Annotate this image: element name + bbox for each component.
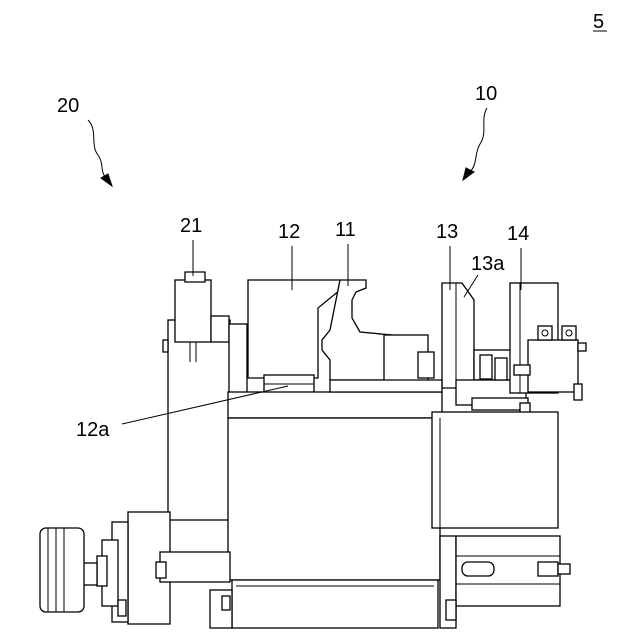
label-12a: 12a: [76, 419, 110, 441]
label-14-group: 14: [507, 223, 529, 290]
label-12: 12: [278, 221, 300, 243]
label-13a: 13a: [471, 253, 505, 275]
clamp-14: [510, 283, 586, 413]
sheet-number: 5: [593, 11, 604, 33]
label-21-group: 21: [180, 215, 202, 276]
label-21: 21: [180, 215, 202, 237]
pointer-10: 10: [463, 83, 497, 180]
label-13a-group: 13a: [464, 253, 505, 297]
label-10: 10: [475, 83, 497, 105]
label-11: 11: [335, 219, 356, 241]
pointer-20: 20: [57, 95, 112, 186]
knob-assembly: [40, 512, 232, 628]
label-11-group: 11: [335, 219, 356, 286]
label-13-group: 13: [436, 221, 458, 290]
cylinder-assembly: [440, 536, 570, 628]
label-13: 13: [436, 221, 458, 243]
label-20: 20: [57, 95, 79, 117]
label-14: 14: [507, 223, 529, 245]
